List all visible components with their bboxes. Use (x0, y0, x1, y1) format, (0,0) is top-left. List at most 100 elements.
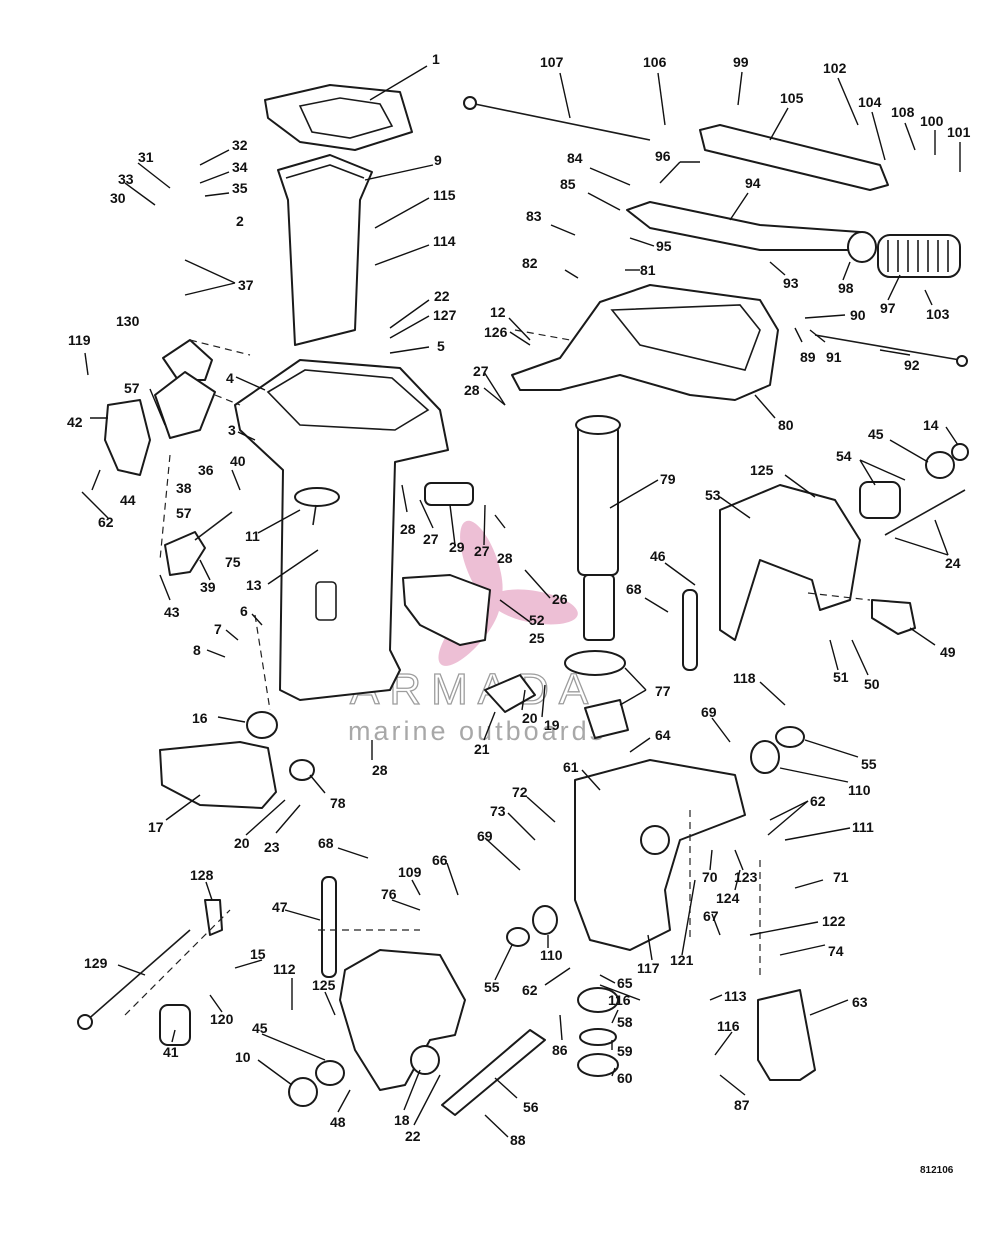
callout-40: 40 (230, 453, 246, 469)
callout-116: 116 (608, 992, 631, 1008)
callout-22: 22 (434, 288, 450, 304)
callout-4: 4 (226, 370, 234, 386)
callout-60: 60 (617, 1070, 633, 1086)
callout-97: 97 (880, 300, 896, 316)
callout-47: 47 (272, 899, 288, 915)
callout-41: 41 (163, 1044, 179, 1060)
callout-43: 43 (164, 604, 180, 620)
callout-2: 2 (236, 213, 244, 229)
callout-59: 59 (617, 1043, 633, 1059)
callout-100: 100 (920, 113, 944, 129)
callout-16: 16 (192, 710, 208, 726)
callout-35: 35 (232, 180, 248, 196)
callout-20: 20 (522, 710, 538, 726)
callout-27: 27 (423, 531, 439, 547)
callout-129: 129 (84, 955, 108, 971)
callout-51: 51 (833, 669, 849, 685)
callout-88: 88 (510, 1132, 526, 1148)
callout-81: 81 (640, 262, 656, 278)
callout-77: 77 (655, 683, 671, 699)
callout-23: 23 (264, 839, 280, 855)
callout-49: 49 (940, 644, 956, 660)
callout-1: 1 (432, 51, 440, 67)
leader-lines (81, 65, 961, 1138)
callout-18: 18 (394, 1112, 410, 1128)
callout-91: 91 (826, 349, 842, 365)
callout-50: 50 (864, 676, 880, 692)
callout-92: 92 (904, 357, 920, 373)
callout-90: 90 (850, 307, 866, 323)
callout-57: 57 (176, 505, 192, 521)
callout-30: 30 (110, 190, 126, 206)
callout-15: 15 (250, 946, 266, 962)
callout-98: 98 (838, 280, 854, 296)
callout-63: 63 (852, 994, 868, 1010)
callout-85: 85 (560, 176, 576, 192)
callout-72: 72 (512, 784, 528, 800)
callout-106: 106 (643, 54, 667, 70)
callout-110: 110 (848, 782, 871, 798)
callout-13: 13 (246, 577, 262, 593)
callout-19: 19 (544, 717, 560, 733)
callout-122: 122 (822, 913, 846, 929)
callout-26: 26 (552, 591, 568, 607)
callout-110: 110 (540, 947, 563, 963)
callout-111: 111 (852, 819, 874, 835)
callout-34: 34 (232, 159, 248, 175)
callout-84: 84 (567, 150, 583, 166)
callout-115: 115 (433, 187, 456, 203)
callout-5: 5 (437, 338, 445, 354)
callout-83: 83 (526, 208, 542, 224)
callout-73: 73 (490, 803, 506, 819)
callout-52: 52 (529, 612, 545, 628)
callout-10: 10 (235, 1049, 251, 1065)
callout-68: 68 (318, 835, 334, 851)
callout-99: 99 (733, 54, 749, 70)
callout-113: 113 (724, 988, 747, 1004)
callout-numbers: 1 9 32 31 34 33 35 30 2 115 114 37 22 12… (67, 51, 971, 1176)
callout-82: 82 (522, 255, 538, 271)
callout-102: 102 (823, 60, 847, 76)
callout-3: 3 (228, 422, 236, 438)
callout-53: 53 (705, 487, 721, 503)
callout-42: 42 (67, 414, 83, 430)
callout-44: 44 (120, 492, 136, 508)
callout-39: 39 (200, 579, 216, 595)
callout-95: 95 (656, 238, 672, 254)
callout-57: 57 (124, 380, 140, 396)
callout-79: 79 (660, 471, 676, 487)
callout-71: 71 (833, 869, 849, 885)
callout-28: 28 (497, 550, 513, 566)
part-drawings (77, 84, 969, 1116)
callout-55: 55 (861, 756, 877, 772)
callout-66: 66 (432, 852, 448, 868)
callout-58: 58 (617, 1014, 633, 1030)
callout-130: 130 (116, 313, 140, 329)
callout-87: 87 (734, 1097, 750, 1113)
callout-86: 86 (552, 1042, 568, 1058)
callout-22: 22 (405, 1128, 421, 1144)
callout-37: 37 (238, 277, 254, 293)
callout-25: 25 (529, 630, 545, 646)
callout-69: 69 (477, 828, 493, 844)
callout-48: 48 (330, 1114, 346, 1130)
diagram-code: 812106 (920, 1165, 954, 1176)
callout-101: 101 (947, 124, 971, 140)
callout-28: 28 (372, 762, 388, 778)
callout-20: 20 (234, 835, 250, 851)
dashed-alignment-lines (124, 329, 871, 1016)
callout-107: 107 (540, 54, 564, 70)
callout-128: 128 (190, 867, 214, 883)
callout-94: 94 (745, 175, 761, 191)
callout-33: 33 (118, 171, 134, 187)
callout-29: 29 (449, 539, 465, 555)
callout-36: 36 (198, 462, 214, 478)
callout-27: 27 (474, 543, 490, 559)
callout-61: 61 (563, 759, 579, 775)
callout-118: 118 (733, 670, 756, 686)
callout-125: 125 (312, 977, 336, 993)
callout-27: 27 (473, 363, 489, 379)
callout-96: 96 (655, 148, 671, 164)
callout-9: 9 (434, 152, 442, 168)
